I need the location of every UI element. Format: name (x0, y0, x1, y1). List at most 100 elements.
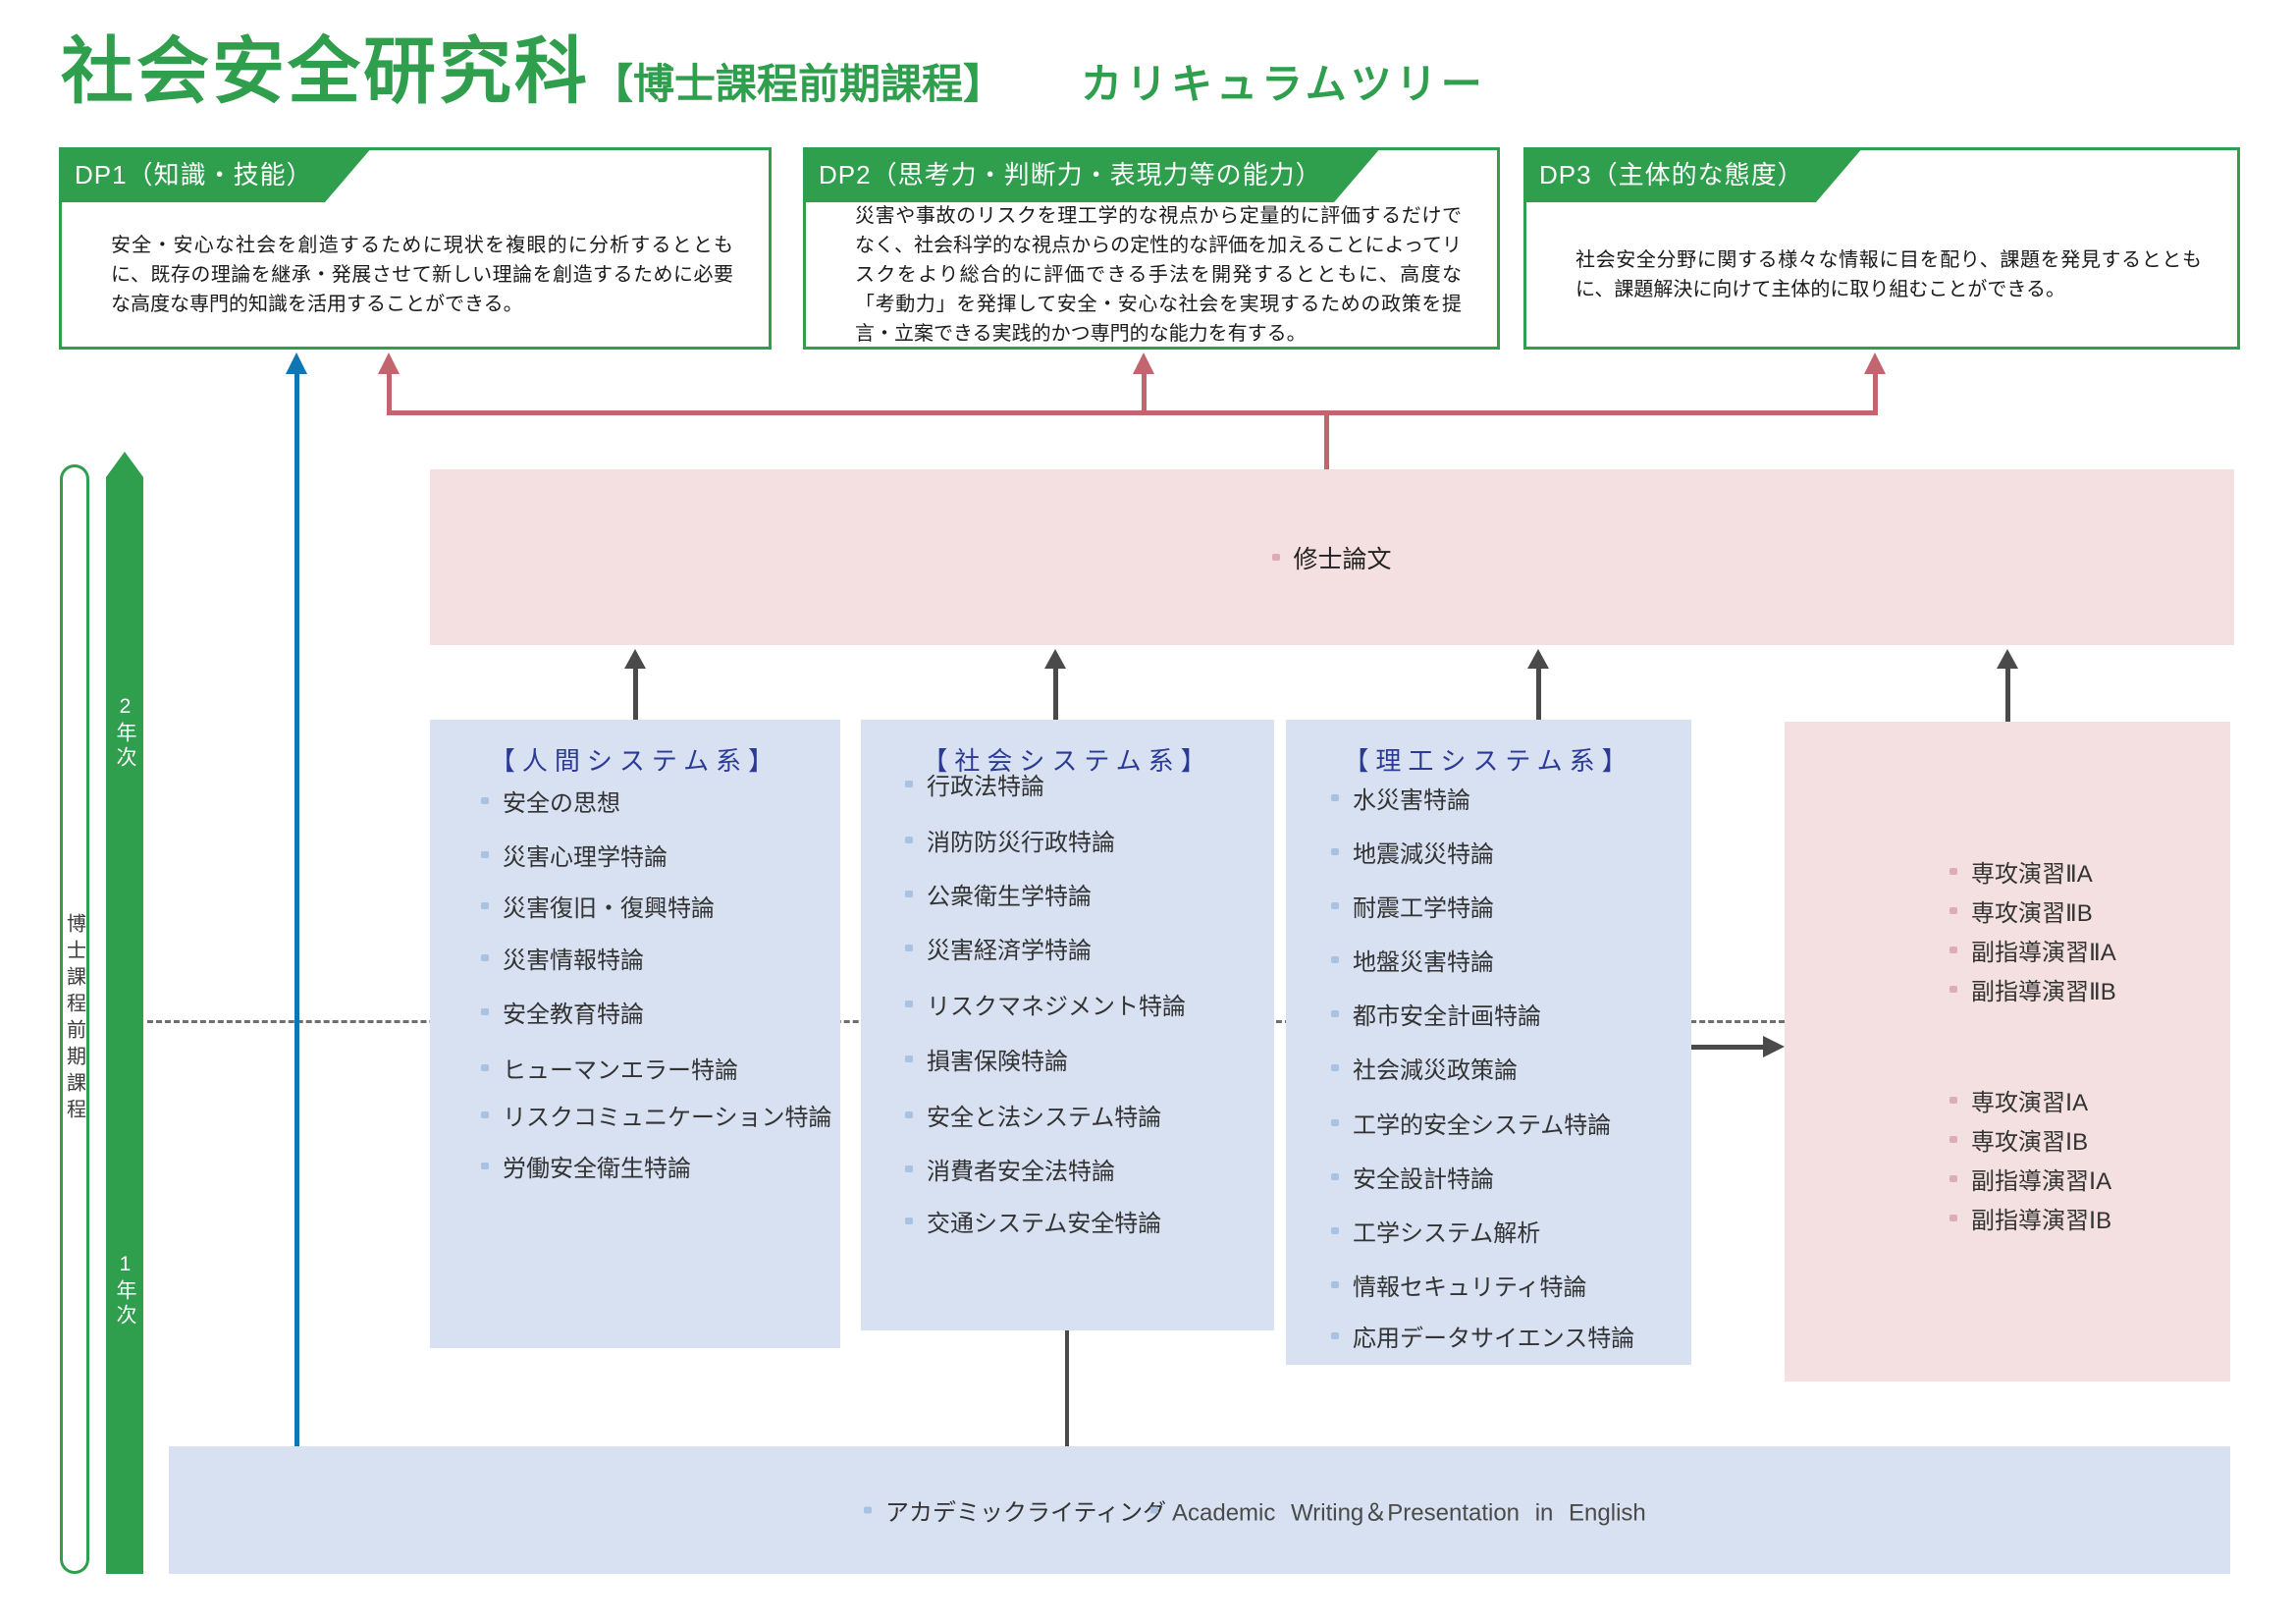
connector-scitech-to-seminar (1691, 1045, 1763, 1050)
bullet-icon (1949, 1174, 1957, 1182)
arrow-up-social-to-thesis-icon (1044, 649, 1066, 669)
year1-label: 1年次 (114, 1253, 136, 1328)
bullet-icon (1949, 985, 1957, 993)
arrow-up-scitech-to-thesis-icon (1527, 649, 1549, 669)
course-label: 安全教育特論 (503, 1001, 644, 1028)
course-label: 工学的安全システム特論 (1353, 1111, 1612, 1139)
bullet-icon (1331, 793, 1339, 801)
connector-scitech-to-thesis (1536, 667, 1541, 720)
year-rail-bar: 2年次 1年次 (106, 452, 143, 1574)
course-label: 災害心理学特論 (503, 843, 667, 871)
bullet-icon (481, 1007, 489, 1015)
course-label: 消防防災行政特論 (927, 829, 1115, 856)
course-label: リスクマネジメント特論 (927, 993, 1186, 1020)
bullet-icon (1331, 1280, 1339, 1288)
bullet-icon (1949, 946, 1957, 953)
course-label: 労働安全衛生特論 (503, 1155, 691, 1182)
seminar-label: 専攻演習ⅡA (1971, 860, 2093, 888)
connector-human-to-thesis (633, 667, 638, 720)
arrow-up-pink-to-dp1-icon (378, 352, 400, 374)
seminar-label: 専攻演習ⅡB (1971, 899, 2093, 927)
bullet-icon (1949, 1135, 1957, 1143)
bullet-icon (905, 836, 913, 843)
connector-seminar-to-thesis (2005, 667, 2010, 722)
bullet-icon (905, 780, 913, 787)
group-title-social-systems: 【社会システム系】 (922, 746, 1213, 776)
course-label: 公衆衛生学特論 (927, 883, 1092, 910)
bullet-icon (481, 850, 489, 858)
bullet-icon (905, 1110, 913, 1118)
bullet-icon (481, 901, 489, 909)
arrow-up-blue-to-dp1-icon (286, 352, 307, 374)
bullet-icon (481, 1110, 489, 1118)
thesis-label: 修士論文 (1293, 545, 1392, 573)
dp2-box: DP2（思考力・判断力・表現力等の能力） 災害や事故のリスクを理工学的な視点から… (803, 147, 1500, 350)
arrow-up-pink-to-dp2-icon (1133, 352, 1154, 374)
foundation-box: アカデミックライティング Academic Writing＆Presentati… (169, 1446, 2230, 1574)
course-label: 災害復旧・復興特論 (503, 894, 715, 922)
title-program: 【博士課程前期課程】 (592, 60, 1005, 107)
bullet-icon (481, 1162, 489, 1169)
seminar-label: 副指導演習ⅡA (1971, 939, 2116, 966)
dp3-box: DP3（主体的な態度） 社会安全分野に関する様々な情報に目を配り、課題を発見する… (1523, 147, 2240, 350)
bullet-icon (1949, 1214, 1957, 1221)
course-label: ヒューマンエラー特論 (503, 1056, 738, 1084)
bullet-icon (1949, 906, 1957, 914)
arrow-up-human-to-thesis-icon (624, 649, 646, 669)
connector-pink-dp1-stem (387, 371, 392, 415)
course-label: 安全の思想 (503, 789, 620, 817)
connector-social-to-foundation (1065, 1330, 1069, 1446)
seminar-label: 副指導演習ⅡB (1971, 978, 2116, 1005)
course-label: 社会減災政策論 (1353, 1056, 1518, 1084)
bullet-icon (905, 890, 913, 897)
bullet-icon (864, 1506, 872, 1514)
bullet-icon (1331, 1063, 1339, 1071)
course-label: 災害情報特論 (503, 947, 644, 974)
bullet-icon (481, 953, 489, 961)
seminar-label: 専攻演習ⅠB (1971, 1128, 2089, 1156)
course-label: 災害経済学特論 (927, 937, 1092, 964)
course-label: 交通システム安全特論 (927, 1210, 1162, 1237)
group-box-human-systems: 【人間システム系】 安全の思想 災害心理学特論 災害復旧・復興特論 災害情報特論… (430, 720, 840, 1348)
year2-label: 2年次 (114, 695, 136, 771)
arrow-up-pink-to-dp3-icon (1864, 352, 1886, 374)
title-curriculum-tree: カリキュラムツリー (1081, 60, 1486, 107)
bullet-icon (905, 1217, 913, 1224)
course-label: 情報セキュリティ特論 (1353, 1273, 1587, 1301)
dp1-description: 安全・安心な社会を創造するために現状を複眼的に分析するとともに、既存の理論を継承… (111, 235, 733, 315)
dp3-description: 社会安全分野に関する様々な情報に目を配り、課題を発見するとともに、課題解決に向け… (1575, 249, 2202, 300)
seminar-label: 副指導演習ⅠA (1971, 1167, 2112, 1195)
course-label: リスクコミュニケーション特論 (503, 1104, 832, 1131)
course-label: 都市安全計画特論 (1353, 1002, 1541, 1030)
group-box-scitech-systems: 【理工システム系】 水災害特論 地震減災特論 耐震工学特論 地盤災害特論 都市安… (1286, 720, 1691, 1365)
dp1-header-tab: DP1（知識・技能） (59, 147, 372, 202)
bullet-icon (1331, 1118, 1339, 1126)
dp2-description: 災害や事故のリスクを理工学的な視点から定量的に評価するだけでなく、社会科学的な視… (855, 205, 1462, 345)
group-box-social-systems: 【社会システム系】 行政法特論 消防防災行政特論 公衆衛生学特論 災害経済学特論… (861, 720, 1274, 1330)
seminar-box: 専攻演習ⅡA 専攻演習ⅡB 副指導演習ⅡA 副指導演習ⅡB 専攻演習ⅠA 専攻演… (1785, 722, 2230, 1381)
course-label: 地盤災害特論 (1353, 948, 1494, 976)
bullet-icon (1331, 1009, 1339, 1017)
arrow-right-to-seminar-icon (1763, 1036, 1785, 1057)
bullet-icon (1150, 1506, 1158, 1514)
group-title-human-systems: 【人間システム系】 (489, 746, 781, 776)
connector-pink-dp2-stem (1142, 371, 1147, 415)
bullet-icon (1331, 1331, 1339, 1339)
course-label: 応用データサイエンス特論 (1353, 1325, 1635, 1352)
bullet-icon (481, 1063, 489, 1071)
course-label: 行政法特論 (927, 773, 1044, 800)
title-department: 社会安全研究科 (61, 30, 590, 112)
connector-social-to-thesis (1053, 667, 1058, 720)
bullet-icon (905, 1000, 913, 1007)
dp3-header-tab: DP3（主体的な態度） (1523, 147, 1863, 202)
bullet-icon (1272, 554, 1281, 561)
bullet-icon (1949, 867, 1957, 875)
connector-pink-dp3-stem (1873, 371, 1878, 415)
page-title: 社会安全研究科 【博士課程前期課程】 カリキュラムツリー (61, 18, 1486, 108)
bullet-icon (1331, 901, 1339, 909)
bullet-icon (905, 944, 913, 951)
bullet-icon (905, 1055, 913, 1062)
course-label: 損害保険特論 (927, 1048, 1068, 1075)
program-rail-outline: 博士課程前期課程 (60, 464, 89, 1574)
